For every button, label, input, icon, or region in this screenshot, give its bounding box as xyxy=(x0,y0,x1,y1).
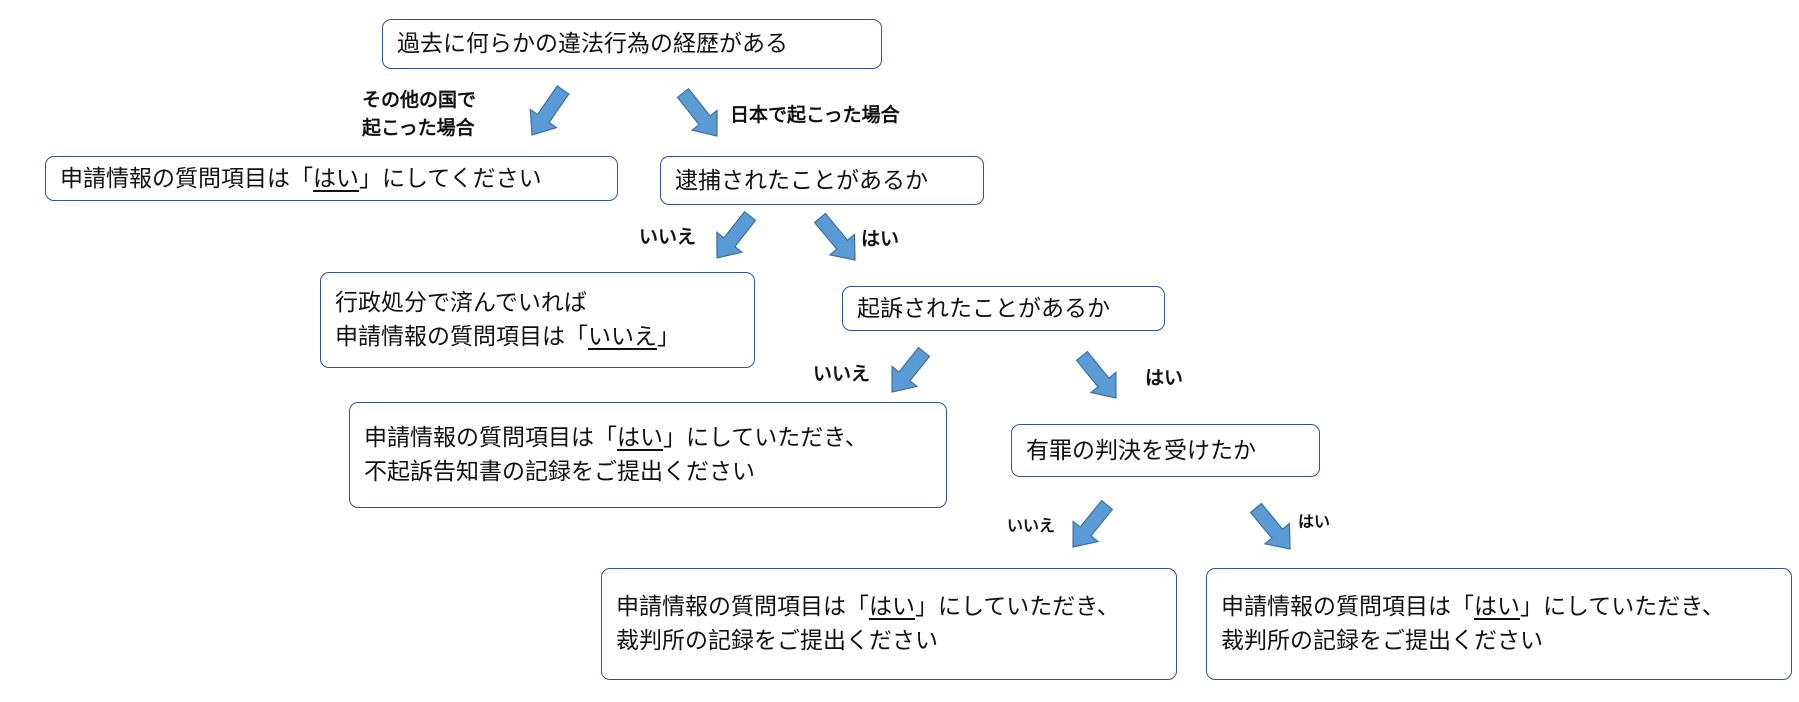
label-arrested-yes: はい xyxy=(861,228,900,250)
other-country-result-node: 申請情報の質問項目は「はい」にしてください xyxy=(45,156,618,201)
arrow-arrested-no xyxy=(716,210,757,259)
not-prosecuted-result-line1: 申請情報の質問項目は「はい」にしていただき、 xyxy=(364,425,868,451)
guilty-question-text: 有罪の判決を受けたか xyxy=(1026,437,1256,464)
label-guilty-no: いいえ xyxy=(1007,516,1056,535)
arrested-question-text: 逮捕されたことがあるか xyxy=(675,167,928,194)
prosecuted-question-node: 起訴されたことがあるか xyxy=(842,286,1165,331)
arrow-to-other-country xyxy=(529,85,570,136)
label-guilty-yes: はい xyxy=(1298,512,1331,531)
prosecuted-question-text: 起訴されたことがあるか xyxy=(857,295,1110,322)
not-prosecuted-result-node: 申請情報の質問項目は「はい」にしていただき、 不起訴告知書の記録をご提出ください xyxy=(349,402,947,508)
label-other-country: その他の国で 起こった場合 xyxy=(362,86,476,142)
arrow-prosecuted-yes xyxy=(1075,350,1117,399)
label-japan: 日本で起こった場合 xyxy=(730,104,900,126)
not-guilty-result-line2: 裁判所の記録をご提出ください xyxy=(616,628,938,654)
label-prosecuted-yes: はい xyxy=(1145,367,1184,389)
arrow-to-arrested-q xyxy=(676,87,718,137)
other-country-result-text: 申請情報の質問項目は「はい」にしてください xyxy=(60,165,542,192)
admin-result-line2: 申請情報の質問項目は「いいえ」 xyxy=(335,324,680,350)
arrow-prosecuted-no xyxy=(891,346,931,393)
arrow-arrested-yes xyxy=(813,212,856,261)
admin-result-line1: 行政処分で済んでいれば xyxy=(335,290,587,316)
label-other-country-line2: 起こった場合 xyxy=(362,117,475,139)
label-other-country-line1: その他の国で xyxy=(362,89,477,111)
admin-result-node: 行政処分で済んでいれば 申請情報の質問項目は「いいえ」 xyxy=(320,272,755,368)
not-guilty-result-line1: 申請情報の質問項目は「はい」にしていただき、 xyxy=(616,594,1120,620)
not-prosecuted-result-line2: 不起訴告知書の記録をご提出ください xyxy=(364,459,755,485)
start-node-text: 過去に何らかの違法行為の経歴がある xyxy=(397,31,788,57)
start-node: 過去に何らかの違法行為の経歴がある xyxy=(382,19,882,69)
arrested-question-node: 逮捕されたことがあるか xyxy=(660,156,984,205)
label-prosecuted-no: いいえ xyxy=(813,363,871,385)
guilty-result-line2: 裁判所の記録をご提出ください xyxy=(1221,628,1543,654)
guilty-result-node: 申請情報の質問項目は「はい」にしていただき、 裁判所の記録をご提出ください xyxy=(1206,568,1792,680)
not-guilty-result-node: 申請情報の質問項目は「はい」にしていただき、 裁判所の記録をご提出ください xyxy=(601,568,1177,680)
guilty-result-line1: 申請情報の質問項目は「はい」にしていただき、 xyxy=(1221,594,1725,620)
guilty-question-node: 有罪の判決を受けたか xyxy=(1011,424,1320,477)
arrow-guilty-no xyxy=(1072,499,1114,548)
label-arrested-no: いいえ xyxy=(639,226,697,248)
arrow-guilty-yes xyxy=(1249,502,1291,550)
